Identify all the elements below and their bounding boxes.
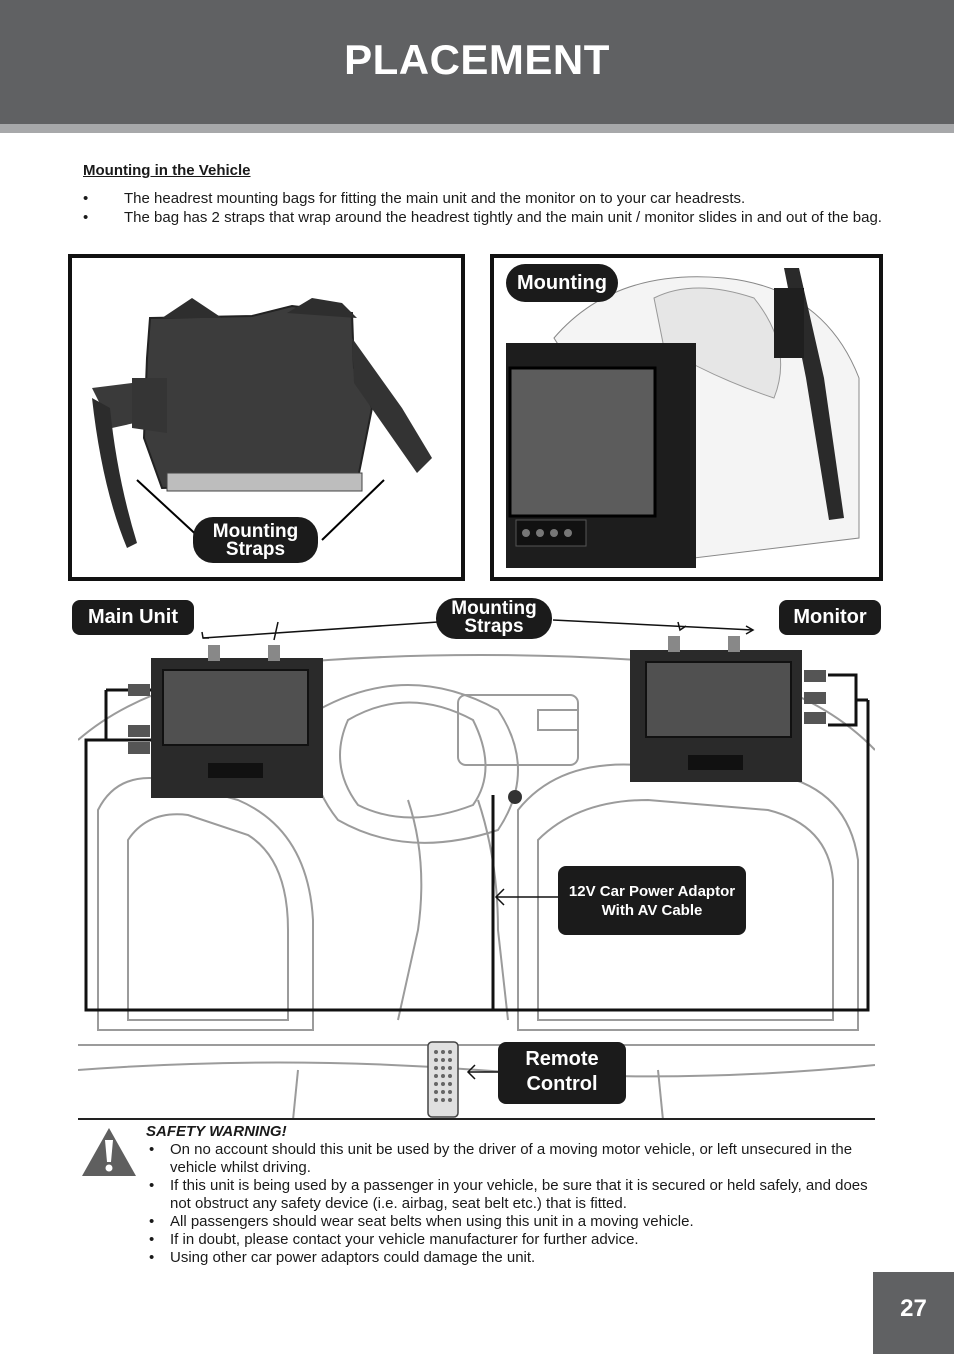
remote-control-label: Remote Control [498, 1042, 626, 1104]
bullet-item: •The headrest mounting bags for fitting … [83, 190, 746, 207]
monitor-label: Monitor [779, 600, 881, 635]
mounting-photo [490, 254, 883, 581]
page-title: PLACEMENT [344, 36, 610, 83]
safety-warning-list: •On no account should this unit be used … [146, 1141, 876, 1267]
header-stripe [0, 124, 954, 133]
warning-icon [82, 1128, 136, 1176]
page-header [0, 0, 954, 124]
section-title: Mounting in the Vehicle [83, 162, 251, 179]
power-adaptor-label: 12V Car Power Adaptor With AV Cable [558, 866, 746, 935]
bullet-item: •The bag has 2 straps that wrap around t… [83, 209, 882, 226]
mounting-straps-label: Mounting Straps [436, 598, 552, 639]
mounted-monitor-illustration [506, 268, 860, 568]
car-interior-diagram [78, 619, 875, 1120]
safety-warning-title: SAFETY WARNING! [146, 1123, 287, 1140]
bag-photo [68, 254, 465, 581]
warning-item: •If in doubt, please contact your vehicl… [149, 1231, 639, 1248]
headrest-bag-illustration [92, 298, 432, 548]
warning-item: •If this unit is being used by a passeng… [149, 1177, 868, 1212]
warning-item: •On no account should this unit be used … [149, 1141, 853, 1176]
main-unit-label: Main Unit [72, 600, 194, 635]
page-number: 27 [873, 1272, 954, 1354]
bag-straps-label: Mounting Straps [193, 517, 318, 563]
mounting-label: Mounting [506, 264, 618, 302]
divider [78, 1118, 875, 1120]
section-bullets: •The headrest mounting bags for fitting … [83, 189, 883, 227]
warning-item: •All passengers should wear seat belts w… [149, 1213, 694, 1230]
warning-item: •Using other car power adaptors could da… [149, 1249, 536, 1266]
